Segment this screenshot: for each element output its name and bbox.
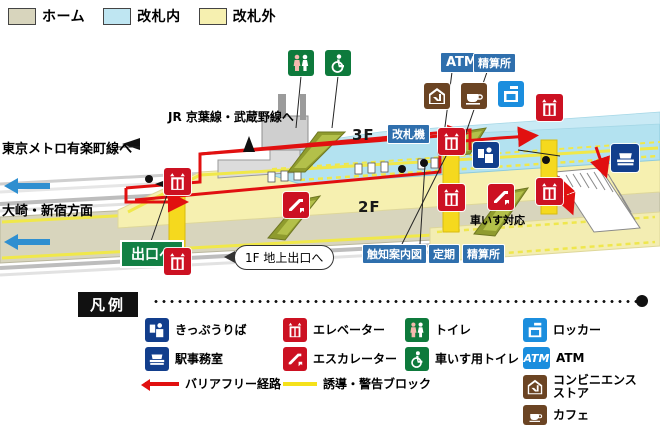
direction-wheelchair-accessible: 車いす対応 <box>470 214 525 227</box>
locker-icon <box>498 81 524 107</box>
escalator-icon-2f-left <box>283 192 309 218</box>
elevator-icon-upper-right <box>536 94 563 121</box>
red-arrow-line-icon <box>141 379 179 392</box>
convenience-store-icon <box>424 83 450 109</box>
legend-item-station-office: 駅事務室 <box>145 347 223 371</box>
floor-label-2f: 2F <box>358 198 381 216</box>
toilet-icon <box>288 50 314 76</box>
station-office-icon <box>145 347 169 371</box>
legend-label-guide-block: 誘導・警告ブロック <box>323 377 432 391</box>
wheelchair-toilet-icon <box>325 50 351 76</box>
floor-label-3f: 3F <box>352 126 375 144</box>
badge-tactile-map[interactable]: 触知案内図 <box>362 244 427 264</box>
legend-label-atm: ATM <box>556 350 585 365</box>
legend-item-elevator: エレベーター <box>283 318 385 342</box>
legend-panel: きっぷうりば 駅事務室 バリアフリー経路 エレベーター エスカレータ <box>0 286 660 432</box>
legend-label-barrier-free-route: バリアフリー経路 <box>185 377 282 391</box>
legend-label-outside-gates: 改札外 <box>232 9 277 25</box>
legend-swatch-inside-gates <box>103 7 132 25</box>
legend-label-escalator: エスカレーター <box>313 351 398 366</box>
legend-label-platform: ホーム <box>42 9 86 25</box>
elevator-icon-lower-right <box>536 178 563 205</box>
direction-osaki-shinjuku: 大崎・新宿方面 <box>2 204 94 219</box>
direction-jr-keiyo: JR 京葉線・武蔵野線へ <box>168 110 294 124</box>
station-office-icon <box>611 144 639 172</box>
floor-type-legend: ホーム 改札内 改札外 <box>8 6 288 26</box>
wheelchair-toilet-icon <box>405 347 429 371</box>
badge-fare-adjustment-3f[interactable]: 精算所 <box>473 53 516 73</box>
legend-item-wheelchair-toilet: 車いす用トイレ <box>405 347 519 371</box>
legend-item-cafe: カフェ <box>523 405 589 425</box>
legend-swatch-platform <box>8 7 36 25</box>
legend-title: 凡例 <box>78 292 139 317</box>
platform-arrow-left-lower <box>4 234 50 250</box>
legend-label-toilet: トイレ <box>435 322 472 337</box>
ticket-office-icon <box>145 318 169 342</box>
ticket-office-icon-3f <box>473 142 499 168</box>
legend-label-elevator: エレベーター <box>313 322 386 337</box>
station-map: 3F 2F 改札機 ATM 精算所 触知案内図 定期 精算所 出口へ 1F 地上… <box>0 32 660 284</box>
legend-divider-enddot <box>636 295 648 307</box>
cafe-icon <box>523 405 547 425</box>
legend-swatch-outside-gates <box>198 7 227 25</box>
legend-label-ticket-office: きっぷうりば <box>175 322 247 337</box>
legend-item-escalator: エスカレーター <box>283 347 397 371</box>
callout-text: 1F 地上出口へ <box>245 251 324 265</box>
yellow-line-icon <box>283 382 317 387</box>
cafe-icon <box>461 83 487 109</box>
badge-fare-adjustment-2f[interactable]: 精算所 <box>462 244 505 264</box>
toilet-icon <box>405 318 429 342</box>
convenience-store-icon <box>523 374 547 399</box>
elevator-icon <box>283 318 307 342</box>
escalator-icon <box>283 347 307 371</box>
elevator-icon-1f-left <box>164 248 191 275</box>
legend-label-cafe: カフェ <box>553 407 590 422</box>
legend-label-station-office: 駅事務室 <box>175 351 224 366</box>
escalator-icon-2f-right <box>488 184 514 210</box>
legend-item-locker: ロッカー <box>523 318 601 342</box>
badge-commuter-pass[interactable]: 定期 <box>428 244 460 264</box>
elevator-icon-3f-right <box>438 128 465 155</box>
legend-item-barrier-free-route: バリアフリー経路 <box>141 377 282 392</box>
callout-to-ground-exit: 1F 地上出口へ <box>234 245 335 270</box>
platform-arrow-left-upper <box>4 178 50 194</box>
legend-label-locker: ロッカー <box>553 322 602 337</box>
badge-ticket-gate[interactable]: 改札機 <box>387 124 430 144</box>
legend-item-ticket-office: きっぷうりば <box>145 318 247 342</box>
legend-item-convenience-store: コンビニエンス ストア <box>523 374 637 399</box>
locker-icon <box>523 318 547 342</box>
legend-label-wheelchair-toilet: 車いす用トイレ <box>435 351 520 366</box>
elevator-icon-3f-left <box>164 168 191 195</box>
direction-tokyo-metro: 東京メトロ有楽町線へ <box>2 142 133 157</box>
legend-item-guide-block: 誘導・警告ブロック <box>283 378 431 391</box>
legend-label-inside-gates: 改札内 <box>137 9 181 25</box>
callout-tail <box>224 251 235 263</box>
legend-divider <box>152 300 638 303</box>
legend-label-convenience-store: コンビニエンス ストア <box>553 373 637 400</box>
badge-atm[interactable]: ATM <box>440 52 483 73</box>
atm-icon: ATM <box>523 347 550 369</box>
legend-item-atm: ATM ATM <box>523 347 584 369</box>
elevator-icon-2f-right <box>438 184 465 211</box>
legend-item-toilet: トイレ <box>405 318 471 342</box>
